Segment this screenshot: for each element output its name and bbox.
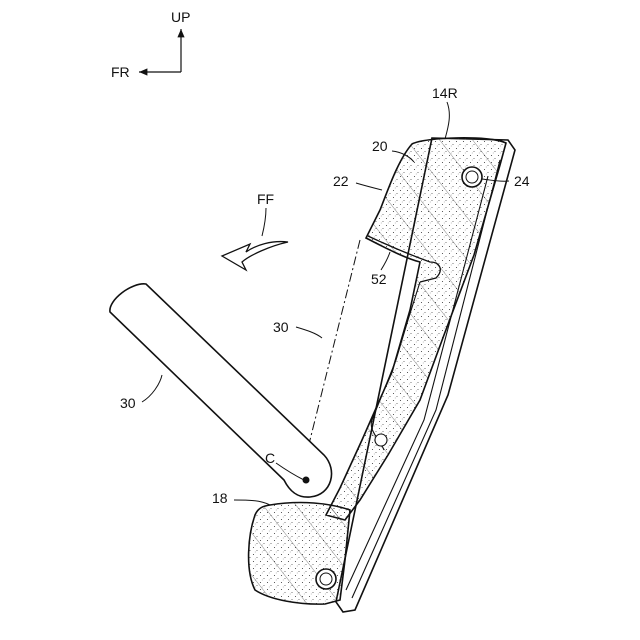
label-FF: FF — [257, 191, 274, 207]
label-52: 52 — [371, 271, 387, 287]
label-18: 18 — [212, 490, 228, 506]
upper-rod — [462, 167, 482, 187]
label-30-stowed: 30 — [273, 319, 289, 335]
lower-rod — [316, 569, 336, 589]
label-30-deployed: 30 — [120, 395, 136, 411]
lower-cushion-pad — [249, 503, 350, 605]
label-20: 20 — [372, 138, 388, 154]
up-label: UP — [171, 9, 190, 25]
label-24: 24 — [514, 173, 530, 189]
label-14R: 14R — [432, 85, 458, 101]
orientation-indicator: UP FR — [111, 9, 190, 80]
front-label: FR — [111, 64, 130, 80]
deployed-flap — [110, 284, 332, 497]
flap-motion-arrow — [222, 242, 288, 270]
label-C: C — [265, 450, 275, 466]
pad-bump — [375, 434, 387, 446]
label-22: 22 — [333, 173, 349, 189]
upper-cushion-pad — [326, 138, 506, 520]
